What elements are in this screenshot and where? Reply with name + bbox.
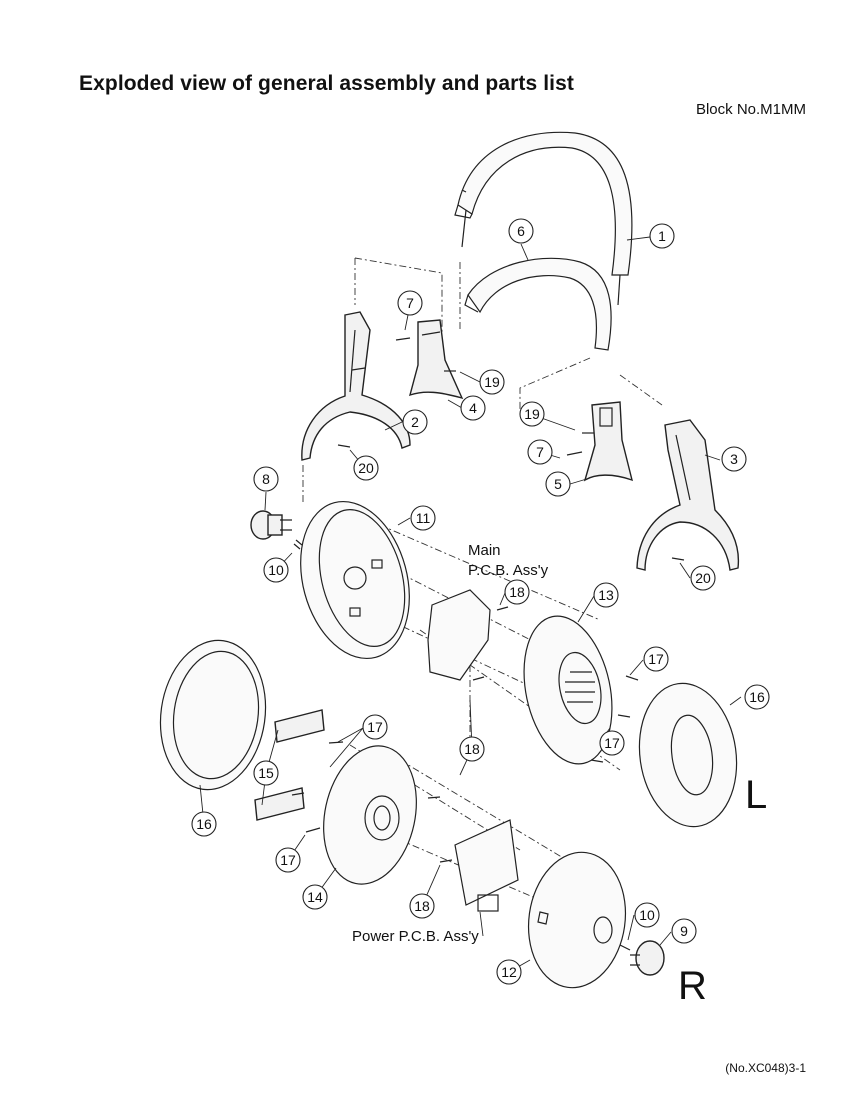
left-yoke	[301, 311, 411, 461]
svg-text:18: 18	[414, 898, 430, 914]
callout-2: 2	[402, 409, 428, 435]
svg-text:17: 17	[367, 719, 383, 735]
svg-text:15: 15	[258, 765, 274, 781]
left-side-marker: L	[745, 773, 768, 817]
headband-outer	[454, 131, 633, 306]
callout-11: 11	[410, 505, 436, 531]
callout-20-left: 20	[353, 455, 379, 481]
svg-text:20: 20	[358, 460, 374, 476]
callout-17-a: 17	[643, 646, 669, 672]
callout-15: 15	[253, 760, 279, 786]
callout-16-left: 16	[744, 684, 770, 710]
main-pcb-assembly	[427, 589, 491, 681]
left-baffle	[523, 615, 613, 765]
svg-text:2: 2	[411, 414, 419, 430]
callout-19-right: 19	[519, 401, 545, 427]
svg-text:8: 8	[262, 471, 270, 487]
svg-text:7: 7	[406, 295, 414, 311]
left-slider	[395, 319, 464, 400]
svg-text:11: 11	[416, 510, 431, 526]
callout-13: 13	[593, 582, 619, 608]
callout-18-main: 18	[504, 579, 530, 605]
svg-text:5: 5	[554, 476, 562, 492]
right-housing	[323, 745, 417, 885]
main-pcb-label-line2: P.C.B. Ass'y	[468, 562, 549, 579]
right-slider	[566, 401, 633, 482]
callout-20-right: 20	[690, 565, 716, 591]
callout-17-b: 17	[599, 730, 625, 756]
svg-text:14: 14	[307, 889, 323, 905]
power-pcb-label: Power P.C.B. Ass'y	[352, 928, 479, 945]
right-cover	[527, 851, 627, 989]
callout-17-c: 17	[362, 714, 388, 740]
callout-18-center: 18	[459, 736, 485, 762]
callout-7-left: 7	[397, 290, 423, 316]
svg-text:16: 16	[196, 816, 212, 832]
right-yoke	[636, 419, 740, 571]
callout-10-left: 10	[263, 557, 289, 583]
callout-4: 4	[460, 395, 486, 421]
right-side-marker: R	[678, 964, 707, 1008]
svg-text:18: 18	[464, 741, 480, 757]
svg-text:17: 17	[648, 651, 664, 667]
callout-7-right: 7	[527, 439, 553, 465]
callout-9: 9	[671, 918, 697, 944]
callout-10-right: 10	[634, 902, 660, 928]
svg-text:10: 10	[639, 907, 655, 923]
callout-14: 14	[302, 884, 328, 910]
svg-text:6: 6	[517, 223, 525, 239]
svg-text:1: 1	[658, 228, 666, 244]
callout-12: 12	[496, 959, 522, 985]
headband-inner	[464, 257, 612, 351]
callout-3: 3	[721, 446, 747, 472]
svg-text:17: 17	[604, 735, 620, 751]
block-number: Block No.M1MM	[695, 101, 806, 118]
svg-text:3: 3	[730, 451, 738, 467]
callout-16-right: 16	[191, 811, 217, 837]
svg-text:9: 9	[680, 923, 688, 939]
svg-text:10: 10	[268, 562, 284, 578]
svg-text:12: 12	[501, 964, 517, 980]
main-pcb-label-line1: Main	[468, 542, 501, 559]
svg-text:18: 18	[509, 584, 525, 600]
svg-text:17: 17	[280, 852, 296, 868]
left-housing	[300, 500, 410, 660]
callout-17-d: 17	[275, 847, 301, 873]
svg-text:13: 13	[598, 587, 614, 603]
callout-5: 5	[545, 471, 571, 497]
power-pcb-assembly	[454, 819, 519, 912]
screws	[291, 370, 685, 951]
svg-text:7: 7	[536, 444, 544, 460]
callout-19-left: 19	[479, 369, 505, 395]
right-cap	[630, 940, 665, 976]
callout-18-power: 18	[409, 893, 435, 919]
callout-1: 1	[649, 223, 675, 249]
svg-text:19: 19	[484, 374, 500, 390]
svg-text:16: 16	[749, 689, 765, 705]
left-cap	[250, 510, 292, 540]
page-title: Exploded view of general assembly and pa…	[79, 72, 574, 95]
left-ear-pad	[638, 682, 738, 828]
svg-text:19: 19	[524, 406, 540, 422]
svg-text:4: 4	[469, 400, 477, 416]
callout-6: 6	[508, 218, 534, 244]
document-reference: (No.XC048)3-1	[725, 1061, 806, 1075]
right-ear-pad	[159, 639, 267, 791]
callout-8: 8	[253, 466, 279, 492]
svg-text:20: 20	[695, 570, 711, 586]
